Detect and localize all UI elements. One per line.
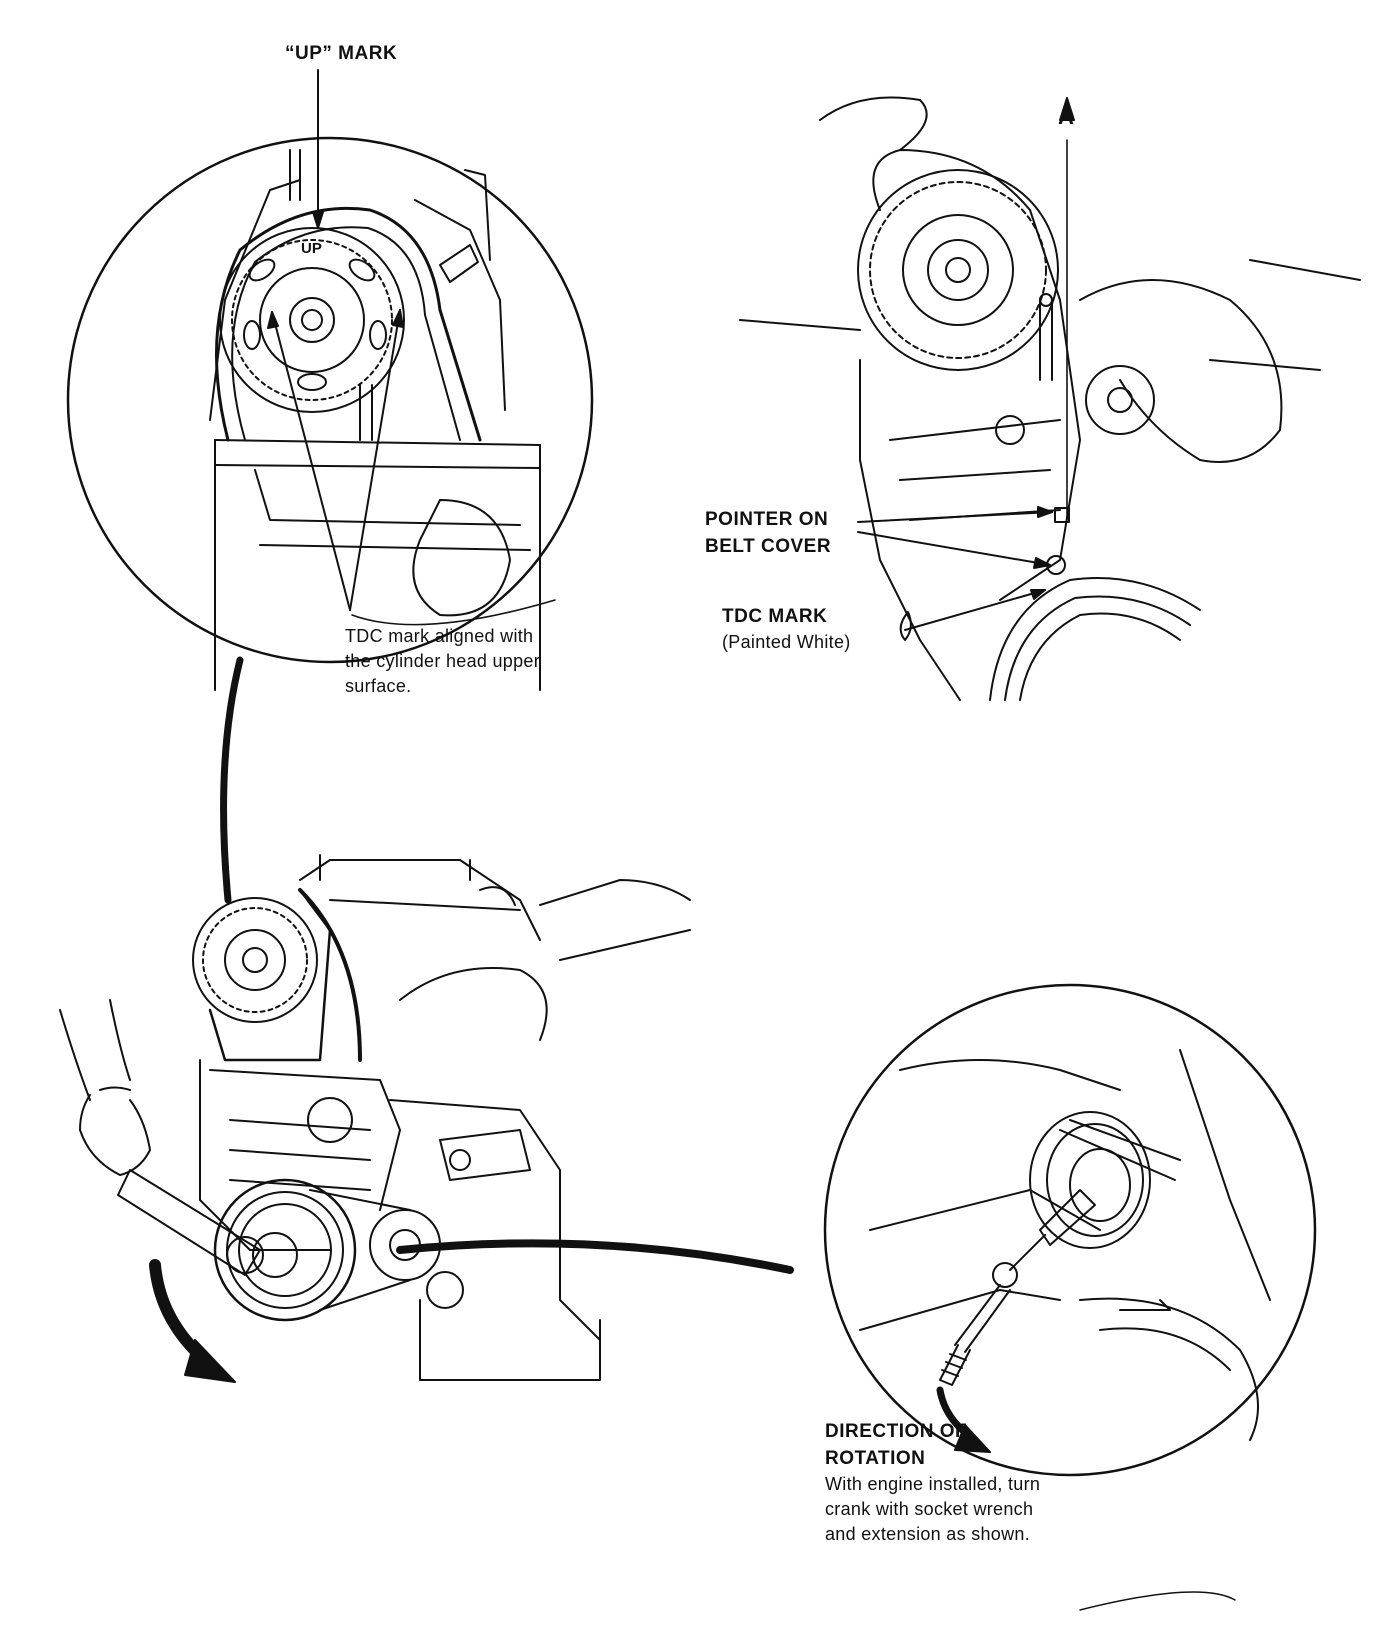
- direction-note2: crank with socket wrench: [825, 1499, 1034, 1519]
- engine-assembly: [59, 854, 691, 1383]
- pointer-label-line2: BELT COVER: [705, 536, 832, 557]
- direction-note1: With engine installed, turn: [825, 1474, 1041, 1494]
- tdc-aligned-line2: the cylinder head upper: [345, 651, 541, 671]
- pointer-on-belt-cover-label: POINTER ON BELT COVER: [705, 506, 831, 560]
- direction-of-rotation-label: DIRECTION OF ROTATION With engine instal…: [825, 1418, 1040, 1547]
- up-mark-label: “UP” MARK: [285, 43, 398, 64]
- view-arrow-letter: A: [1058, 104, 1074, 129]
- tdc-aligned-line1: TDC mark aligned with: [345, 626, 534, 646]
- tdc-mark-label: TDC MARK (Painted White): [722, 603, 851, 655]
- direction-line2: ROTATION: [825, 1448, 926, 1469]
- tdc-mark-title: TDC MARK: [722, 606, 828, 627]
- up-stamp: UP: [301, 240, 322, 257]
- tdc-aligned-leaders: [267, 309, 556, 626]
- direction-line1: DIRECTION OF: [825, 1421, 968, 1442]
- belt-cover-view: [739, 96, 1361, 701]
- tdc-aligned-line3: surface.: [345, 676, 412, 696]
- direction-note3: and extension as shown.: [825, 1524, 1031, 1544]
- camshaft-detail-circle: [66, 69, 594, 691]
- detail-connector-bottom: [396, 1239, 794, 1274]
- crank-detail-circle: [823, 983, 1317, 1611]
- pointer-label-line1: POINTER ON: [705, 509, 829, 530]
- tdc-mark-note: (Painted White): [722, 632, 851, 652]
- tdc-aligned-note: TDC mark aligned with the cylinder head …: [345, 624, 540, 699]
- detail-connector-top: [220, 656, 244, 904]
